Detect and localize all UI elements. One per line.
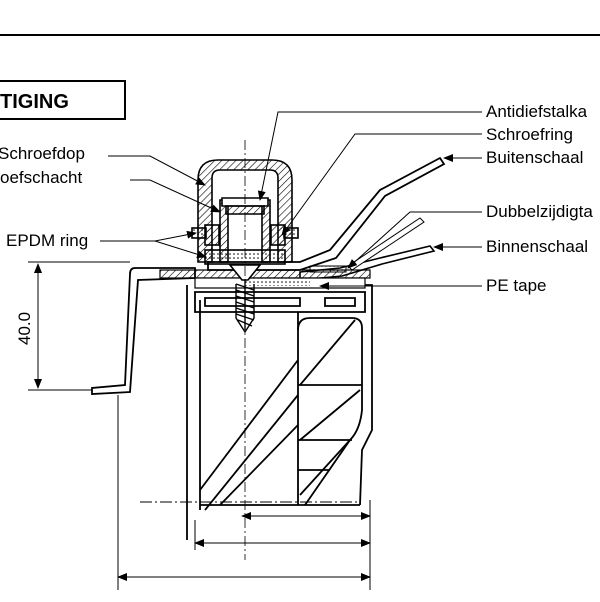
label-schroefschacht: oefschacht — [0, 168, 83, 187]
label-antidiefstalkap: Antidiefstalka — [486, 102, 588, 121]
outer-clamp-strip — [91, 267, 196, 395]
label-epdm-ring: EPDM ring — [6, 231, 89, 250]
diagram-title: TIGING — [0, 91, 69, 113]
title-box: TIGING — [0, 80, 126, 120]
label-schroefdop: Schroefdop — [0, 144, 85, 163]
label-dubbelzijdig-tape: Dubbelzijdigta — [486, 202, 593, 221]
height-dimension — [28, 261, 130, 391]
label-binnenschaal: Binnenschaal — [486, 237, 589, 256]
base-plate — [159, 269, 371, 279]
label-buitenschaal: Buitenschaal — [486, 148, 584, 167]
frame-profile — [186, 284, 373, 540]
screw-assembly — [191, 159, 299, 281]
height-dimension-label: 40.0 — [15, 311, 34, 345]
label-pe-tape: PE tape — [486, 276, 547, 295]
width-dimensions — [117, 395, 371, 590]
leader-lines — [100, 111, 482, 290]
label-schroefring: Schroefring — [486, 125, 573, 144]
